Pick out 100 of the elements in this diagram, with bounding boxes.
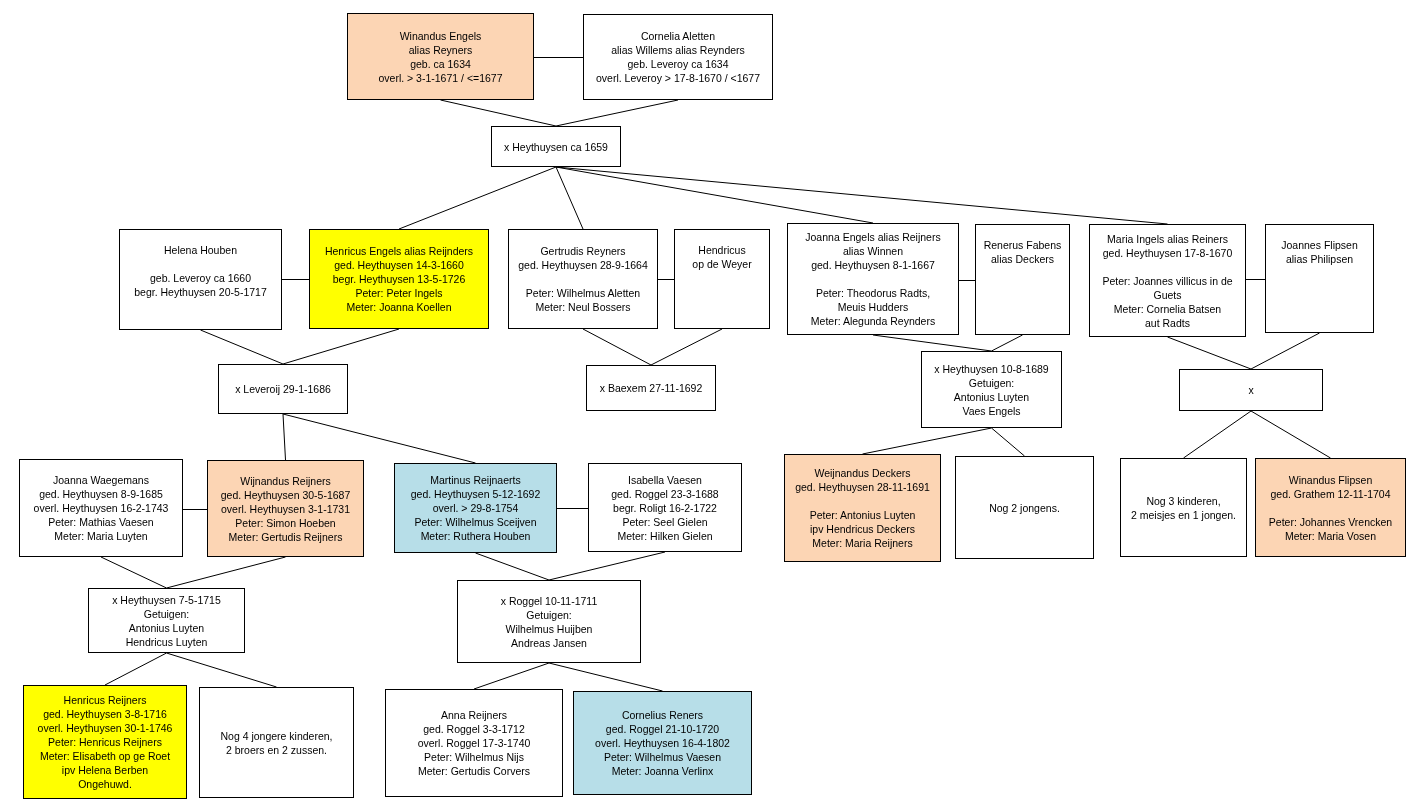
connector-line (166, 556, 286, 589)
connector-line (100, 556, 167, 589)
person-detail: overl. Roggel 17-3-1740 (417, 736, 531, 750)
person-box (394, 463, 557, 553)
marriage-text: x (1248, 383, 1254, 397)
connector-line (473, 662, 550, 690)
person-detail: geb. ca 1634 (410, 56, 471, 71)
person-detail: Peter: Wilhelmus Nijs (424, 750, 524, 764)
person-detail: ged. Roggel 3-3-1712 (423, 722, 525, 736)
person-detail: ged. Heythuysen 30-5-1687 (220, 487, 351, 502)
marriage-text: x Heythuysen ca 1659 (504, 139, 608, 154)
connector-line (556, 508, 589, 509)
marriage-text: Andreas Jansen (511, 635, 587, 650)
person-detail: overl. Heythuysen 16-2-1743 (33, 501, 169, 515)
connector-line (958, 280, 976, 281)
person-detail: Peter: Antonius Luyten ipv Hendricus Deckers (809, 508, 916, 536)
connector-line (282, 413, 286, 461)
person-detail: Ongehuwd. (78, 777, 132, 791)
person-box (119, 229, 282, 330)
connector-line (548, 662, 663, 692)
person-detail: ged. Heythuysen 28-9-1664 (518, 258, 648, 272)
marriage-text: Vaes Engels (962, 403, 1021, 418)
marriage-box (921, 351, 1062, 428)
person-box (573, 691, 752, 795)
marriage-box (1179, 369, 1323, 411)
person-name: Isabella Vaesen (628, 472, 702, 487)
connector-line (991, 427, 1025, 457)
person-detail: Peter: Peter Ingels (355, 286, 443, 300)
person-name: Maria Ingels alias Reiners (1107, 231, 1228, 246)
person-detail: Meter: Cornelia Batsen aut Radts (1113, 301, 1222, 330)
note-text: Nog 2 jongens. (989, 500, 1060, 515)
person-name: Wijnandus Reijners (240, 473, 331, 488)
person-detail: Meter: Gertudis Reijners (228, 529, 343, 544)
note-box (199, 687, 354, 798)
person-box (385, 689, 563, 797)
person-box (309, 229, 489, 329)
note-text: Nog 4 jongere kinderen, 2 broers en 2 zussen. (220, 728, 333, 757)
marriage-text: x Heythuysen 10-8-1689 (934, 361, 1049, 376)
person-detail: ged. Heythuysen 5-12-1692 (410, 487, 541, 501)
marriage-box (586, 365, 716, 411)
connector-line (200, 329, 284, 365)
connector-line (166, 652, 277, 688)
person-detail: Peter: Theodorus Radts, Meuis Hudders (815, 286, 931, 314)
person-detail: Meter: Ruthera Houben (420, 529, 531, 543)
person-detail: overl. Heythuysen 30-1-1746 (37, 721, 173, 735)
connector-line (1183, 410, 1252, 459)
marriage-text: Antonius Luyten (128, 620, 205, 635)
marriage-box (457, 580, 641, 663)
person-detail: Peter: Wilhelmus Sceijven (414, 515, 537, 529)
connector-line (281, 279, 310, 280)
connector-line (657, 279, 675, 280)
person-detail: Meter: Alegunda Reynders (810, 314, 936, 328)
person-detail: begr. Heythuysen 13-5-1726 (332, 272, 466, 286)
marriage-text: Wilhelmus Huijben (505, 621, 593, 636)
marriage-text: Getuigen: (968, 375, 1015, 390)
person-box (23, 685, 187, 799)
person-detail: Peter: Simon Hoeben (235, 515, 336, 530)
connector-line (440, 99, 557, 127)
connector-line (650, 328, 723, 366)
person-name: Winandus Flipsen (1288, 472, 1373, 487)
marriage-box (88, 588, 245, 653)
person-detail: Meter: Joanna Verlinx (611, 764, 714, 778)
person-detail: Peter: Seel Gielen (622, 514, 708, 529)
connector-line (1167, 336, 1252, 370)
marriage-box (218, 364, 348, 414)
person-box (588, 463, 742, 552)
note-box (955, 456, 1094, 559)
person-box (508, 229, 658, 329)
connector-line (1250, 332, 1320, 370)
marriage-text: Hendricus Luyten (125, 634, 208, 649)
person-detail: overl. Heythuysen 3-1-1731 (221, 501, 350, 516)
person-name: Gertrudis Reyners (540, 244, 626, 258)
marriage-text: Antonius Luyten (953, 389, 1030, 404)
person-box (1089, 224, 1246, 337)
person-name: Joanna Waegemans (53, 473, 149, 487)
person-box (1255, 458, 1406, 557)
person-detail: begr. Heythuysen 20-5-1717 (134, 285, 267, 299)
person-detail: geb. Leveroy ca 1660 (150, 271, 251, 285)
person-detail: ged. Heythuysen 8-9-1685 (39, 487, 163, 501)
person-name: Helena Houben (164, 243, 237, 257)
connector-line (398, 166, 557, 230)
marriage-text: x Heythuysen 7-5-1715 (112, 592, 221, 607)
person-detail: ged. Heythuysen 8-1-1667 (811, 258, 935, 272)
person-name: Weijnandus Deckers (814, 466, 911, 480)
person-detail: ged. Roggel 21-10-1720 (605, 722, 720, 736)
connector-line (282, 328, 400, 365)
person-box (1265, 224, 1374, 333)
connector-line (582, 328, 652, 366)
person-detail: overl. > 3-1-1671 / <=1677 (378, 70, 503, 85)
connector-line (533, 57, 584, 58)
connector-line (182, 509, 208, 510)
person-detail: begr. Roligt 16-2-1722 (613, 500, 717, 515)
person-name: Martinus Reijnaerts (430, 473, 521, 487)
person-box (347, 13, 534, 100)
person-detail: Meter: Elisabeth op ge Roet ipv Helena Berben (39, 749, 171, 777)
connector-line (862, 427, 992, 455)
person-box (784, 454, 941, 562)
person-detail: geb. Leveroy ca 1634 (627, 57, 729, 71)
person-box (19, 459, 183, 557)
marriage-text: Getuigen: (143, 606, 190, 621)
